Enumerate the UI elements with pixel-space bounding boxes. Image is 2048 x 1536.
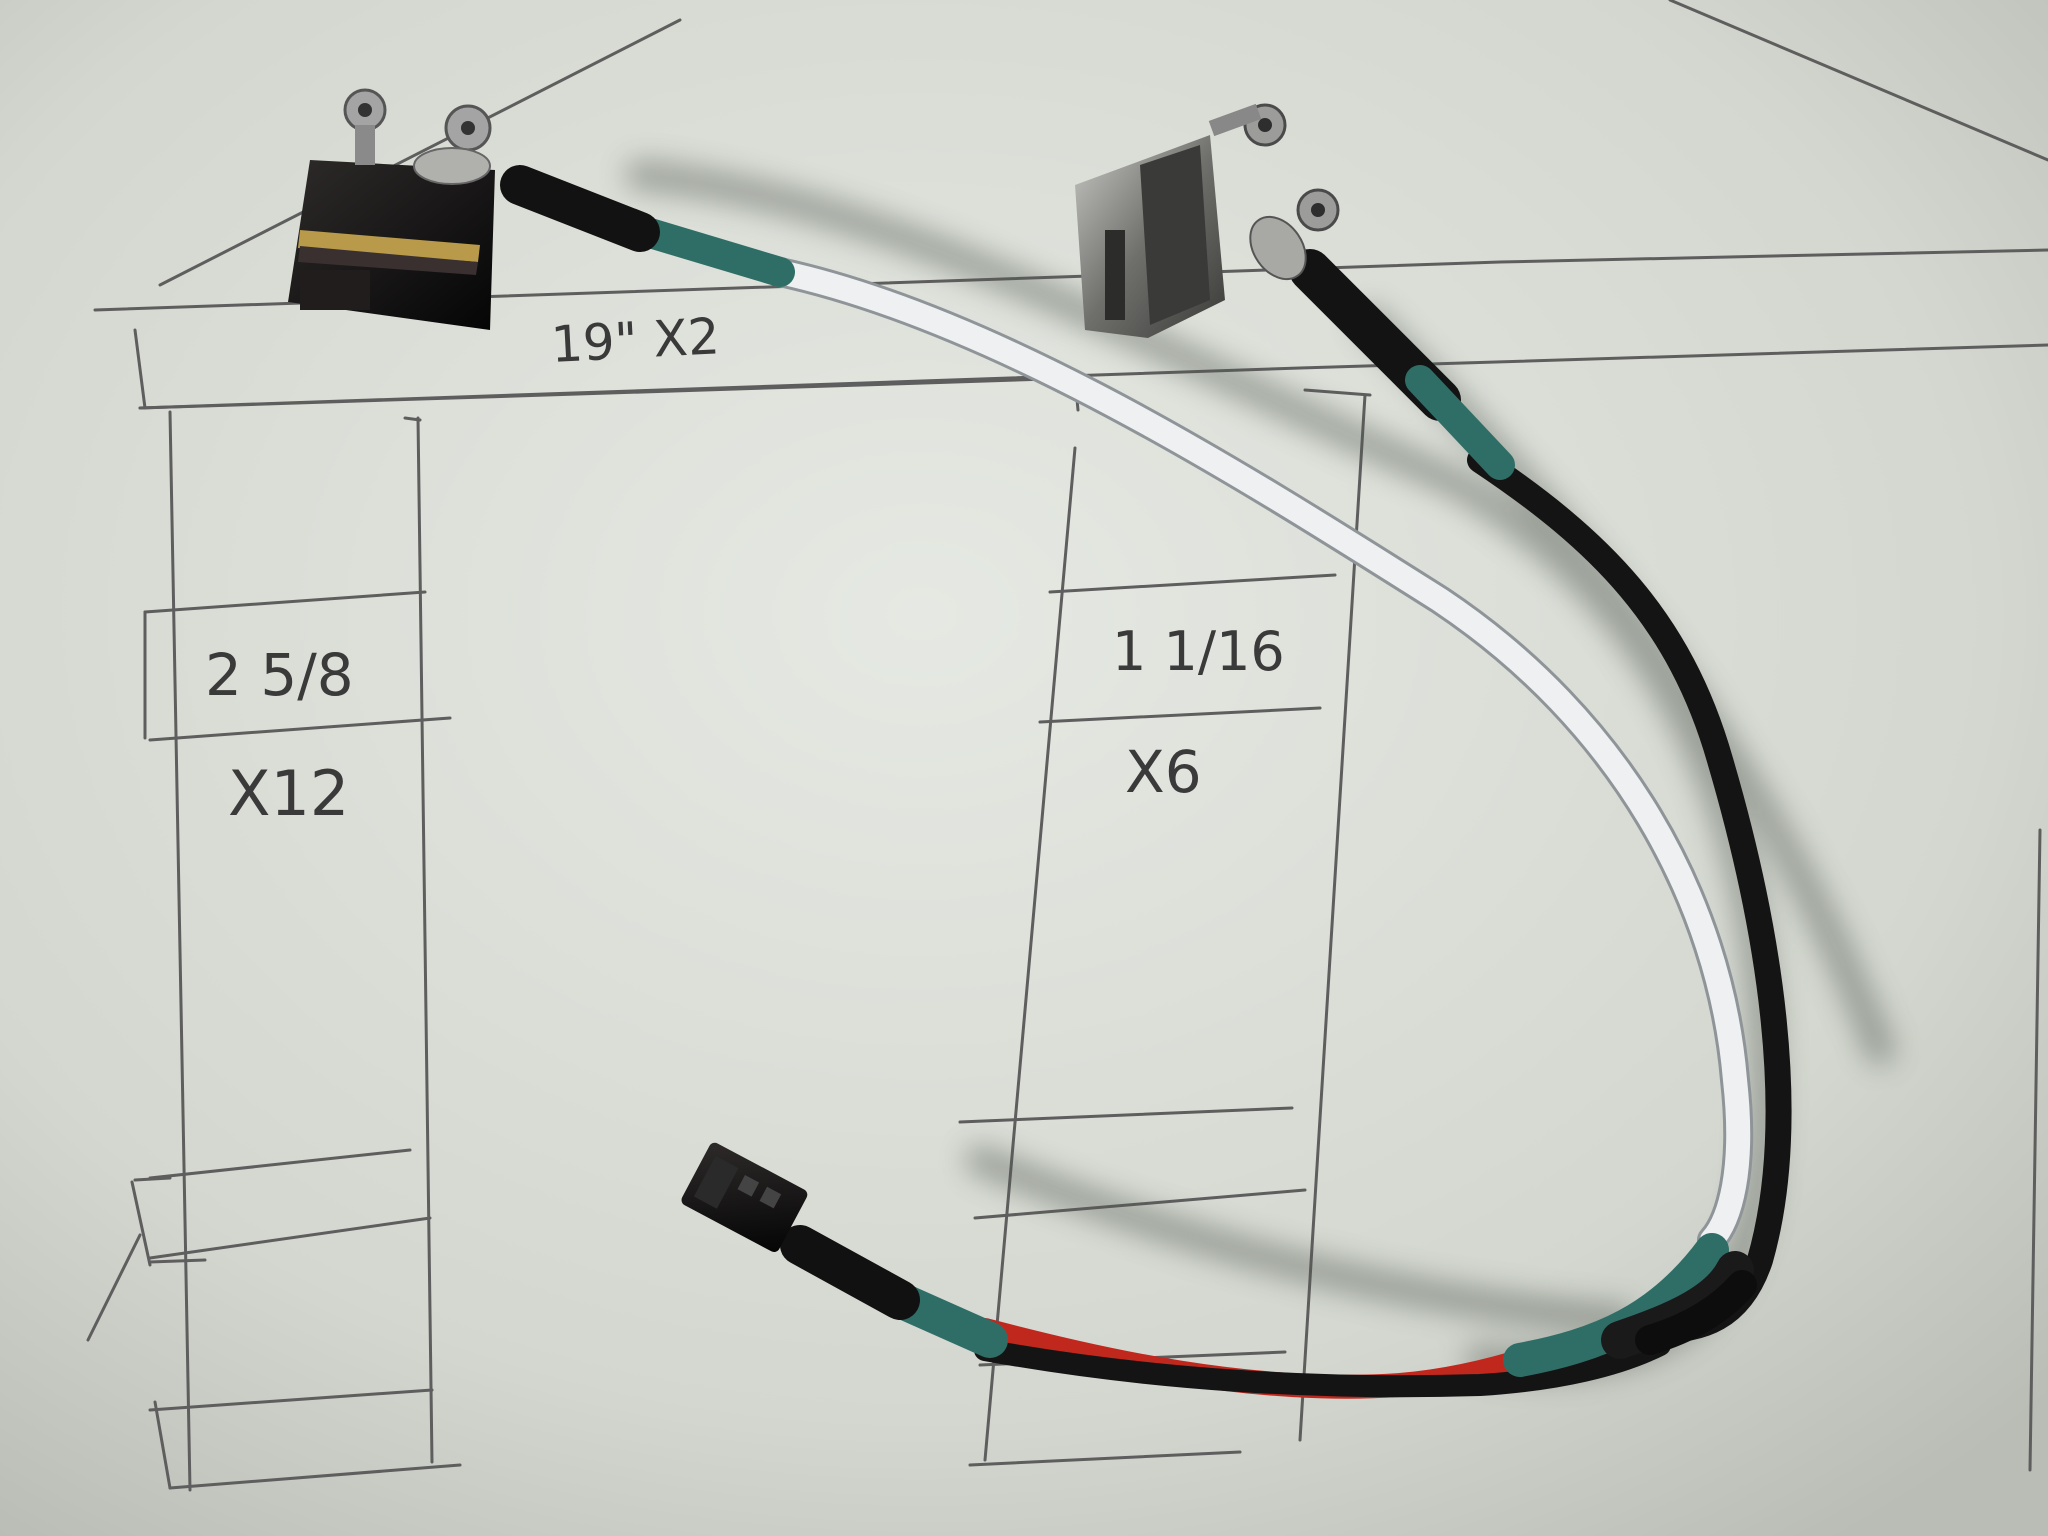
label-right-panel-size: 1 1/16 [1112,620,1285,683]
label-left-panel-size: 2 5/8 [205,641,354,709]
clamp-block-dark-icon [288,88,495,330]
heat-shrink-left-black [500,165,660,252]
heat-shrink-connector-black [780,1225,920,1320]
label-right-panel-qty: X6 [1125,738,1202,806]
label-left-panel-qty: X12 [228,757,349,830]
two-pin-connector-icon [681,1142,808,1252]
wire-black-lower [974,1334,1671,1398]
label-top-rail: 19" X2 [550,307,721,374]
heat-shrink-right-teal [1405,365,1515,480]
pencil-sketch [86,0,2048,1492]
clamp-block-nickel-icon [1075,103,1340,338]
heat-shrink-left-teal [625,215,795,287]
wire-white-core [768,260,1751,1252]
heat-shrink-junction [1503,1233,1757,1377]
